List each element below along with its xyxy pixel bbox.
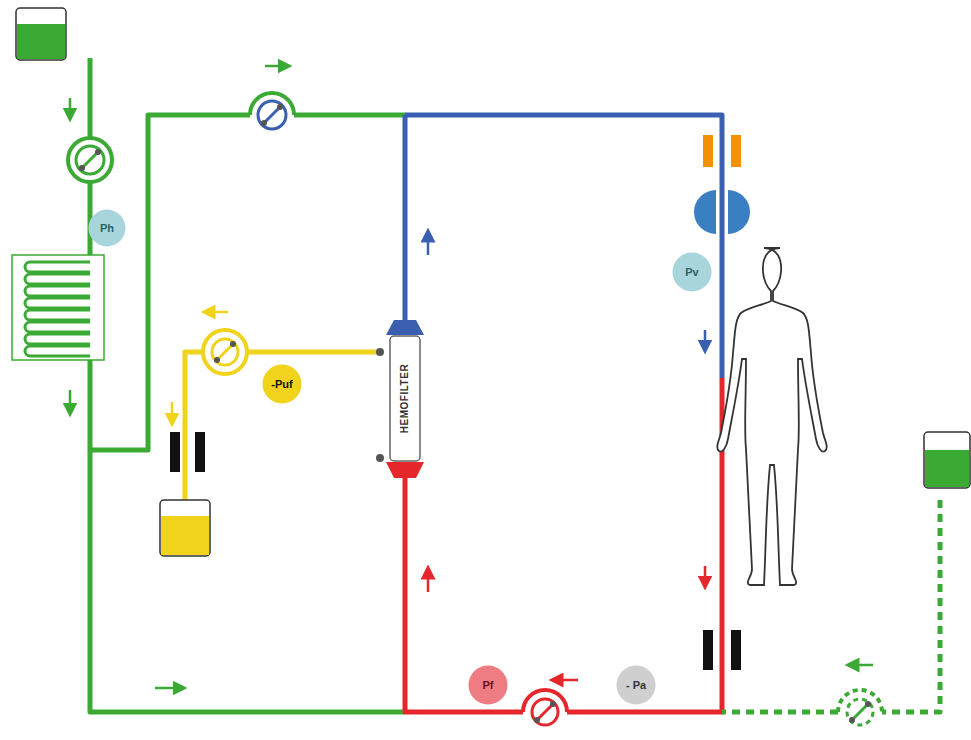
bags [16,8,970,556]
pressure-label: -Puf [271,378,292,390]
pressure-label: Pv [685,266,698,278]
pressure-label: - Pa [626,679,646,691]
hemofilter: HEMOFILTER [389,335,421,462]
pressure-label: Pf [483,679,494,691]
pressure-sensor: Ph [88,209,126,247]
clamps [170,135,750,670]
pressure-sensor: Pf [468,665,508,705]
pumps [68,93,882,725]
heater-coil [25,262,90,356]
pressure-label: Ph [100,222,114,234]
pressure-sensor: Pv [672,252,712,292]
device-label: HEMOFILTER [400,364,411,433]
patient-silhouette [717,248,826,585]
pressure-sensor: -Puf [262,364,302,404]
pressure-sensor: - Pa [616,665,656,705]
heater-box [12,255,104,360]
flow-arrows [70,66,873,688]
